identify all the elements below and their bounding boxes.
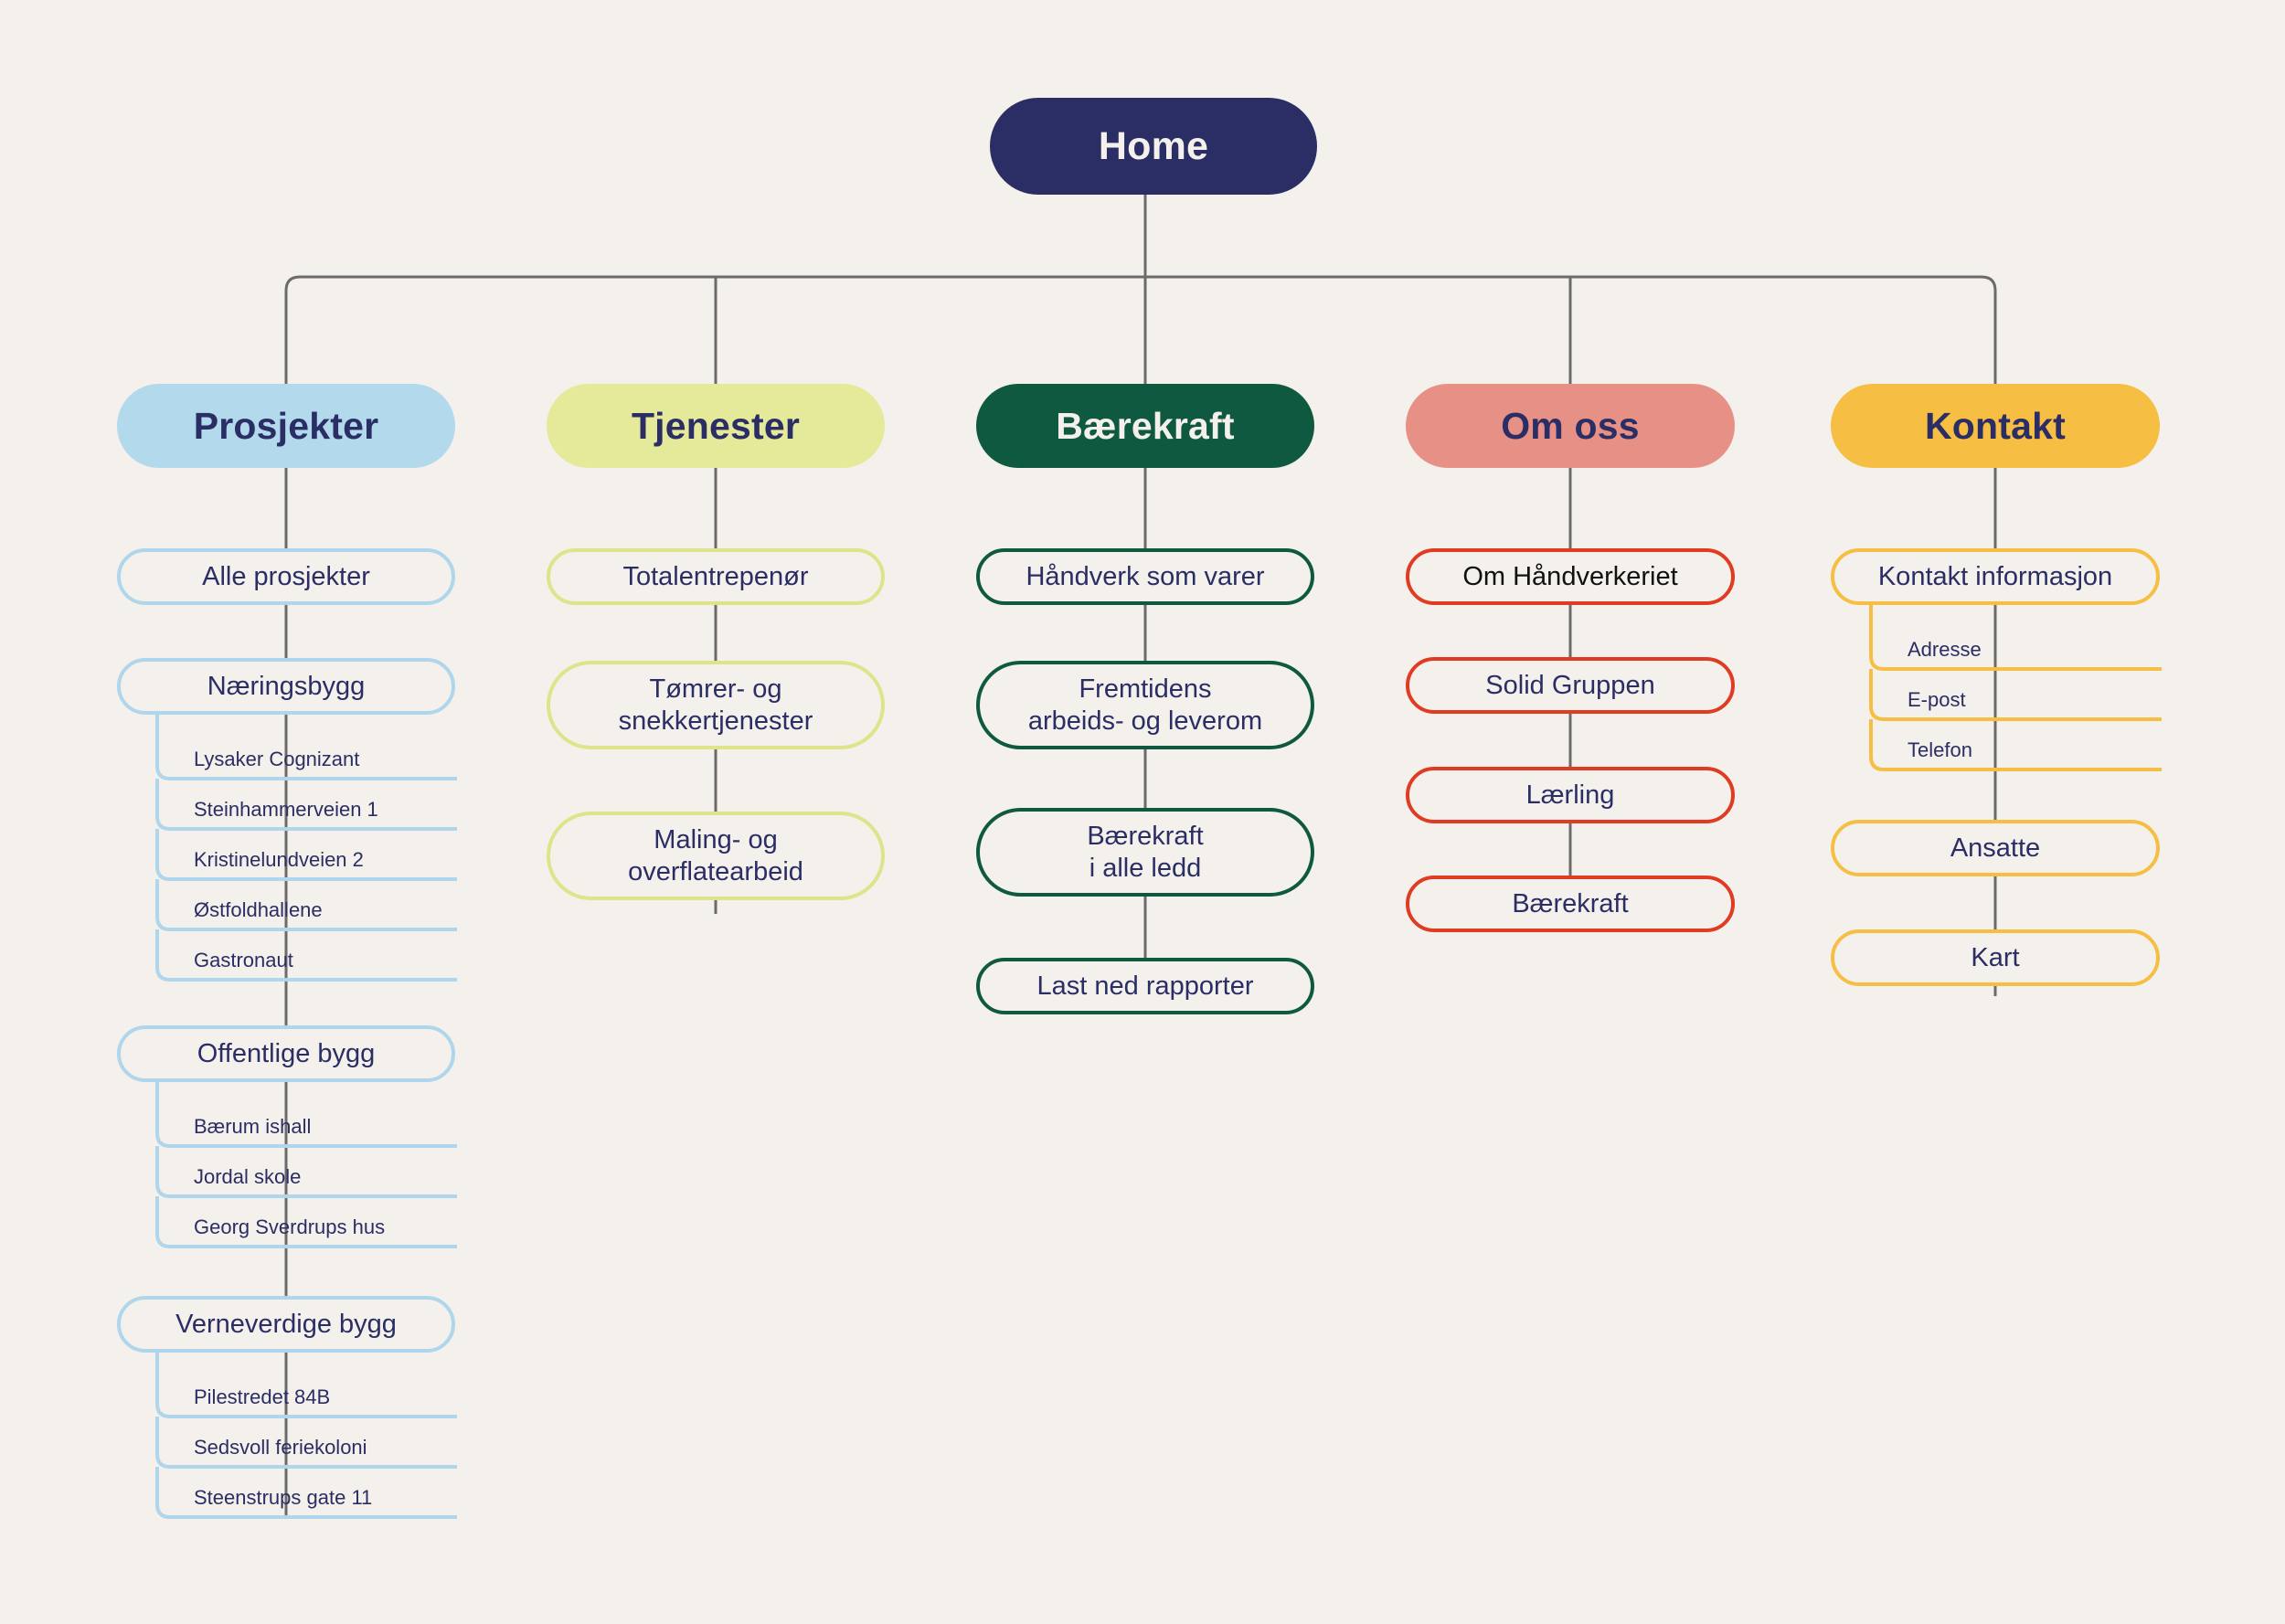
node-solid-gruppen[interactable]: Solid Gruppen xyxy=(1406,657,1735,714)
node-totalentrepenor[interactable]: Totalentrepenør xyxy=(547,548,885,605)
section-header-baerekraft[interactable]: Bærekraft xyxy=(976,384,1314,468)
leaf-item[interactable]: Kristinelundveien 2 xyxy=(194,848,364,871)
section-header-tjenester[interactable]: Tjenester xyxy=(547,384,885,468)
node-maling-overflatearbeid[interactable]: Maling- og overflatearbeid xyxy=(547,812,885,900)
node-alle-prosjekter[interactable]: Alle prosjekter xyxy=(117,548,455,605)
leaf-item[interactable]: Lysaker Cognizant xyxy=(194,748,360,770)
leaf-item[interactable]: Adresse xyxy=(1908,638,1982,661)
node-baerekraft-om-oss[interactable]: Bærekraft xyxy=(1406,876,1735,932)
leaf-item[interactable]: E-post xyxy=(1908,688,1966,711)
node-verneverdige-bygg[interactable]: Verneverdige bygg xyxy=(117,1296,455,1353)
node-last-ned-rapporter[interactable]: Last ned rapporter xyxy=(976,958,1314,1014)
section-header-prosjekter[interactable]: Prosjekter xyxy=(117,384,455,468)
section-header-om-oss[interactable]: Om oss xyxy=(1406,384,1735,468)
node-home[interactable]: Home xyxy=(990,98,1317,195)
leaf-item[interactable]: Telefon xyxy=(1908,738,1972,761)
leaf-item[interactable]: Sedsvoll feriekoloni xyxy=(194,1436,367,1459)
node-kart[interactable]: Kart xyxy=(1831,929,2160,986)
node-fremtidens-arbeids-leverom[interactable]: Fremtidens arbeids- og leverom xyxy=(976,661,1314,749)
section-header-kontakt[interactable]: Kontakt xyxy=(1831,384,2160,468)
leaf-item[interactable]: Østfoldhallene xyxy=(194,898,323,921)
node-tomrer-snekkertjenester[interactable]: Tømrer- og snekkertjenester xyxy=(547,661,885,749)
leaf-item[interactable]: Gastronaut xyxy=(194,949,293,971)
node-naeringsbygg[interactable]: Næringsbygg xyxy=(117,658,455,715)
node-laerling[interactable]: Lærling xyxy=(1406,767,1735,823)
leaf-item[interactable]: Jordal skole xyxy=(194,1165,302,1188)
node-kontakt-informasjon[interactable]: Kontakt informasjon xyxy=(1831,548,2160,605)
leaf-item[interactable]: Pilestredet 84B xyxy=(194,1385,331,1408)
leaf-item[interactable]: Steenstrups gate 11 xyxy=(194,1486,373,1509)
node-om-handverkeriet[interactable]: Om Håndverkeriet xyxy=(1406,548,1735,605)
node-offentlige-bygg[interactable]: Offentlige bygg xyxy=(117,1025,455,1082)
node-ansatte[interactable]: Ansatte xyxy=(1831,820,2160,876)
leaf-item[interactable]: Georg Sverdrups hus xyxy=(194,1215,386,1238)
node-handverk-som-varer[interactable]: Håndverk som varer xyxy=(976,548,1314,605)
leaf-item[interactable]: Bærum ishall xyxy=(194,1115,312,1138)
leaf-item[interactable]: Steinhammerveien 1 xyxy=(194,798,378,821)
node-baerekraft-i-alle-ledd[interactable]: Bærekraft i alle ledd xyxy=(976,808,1314,897)
